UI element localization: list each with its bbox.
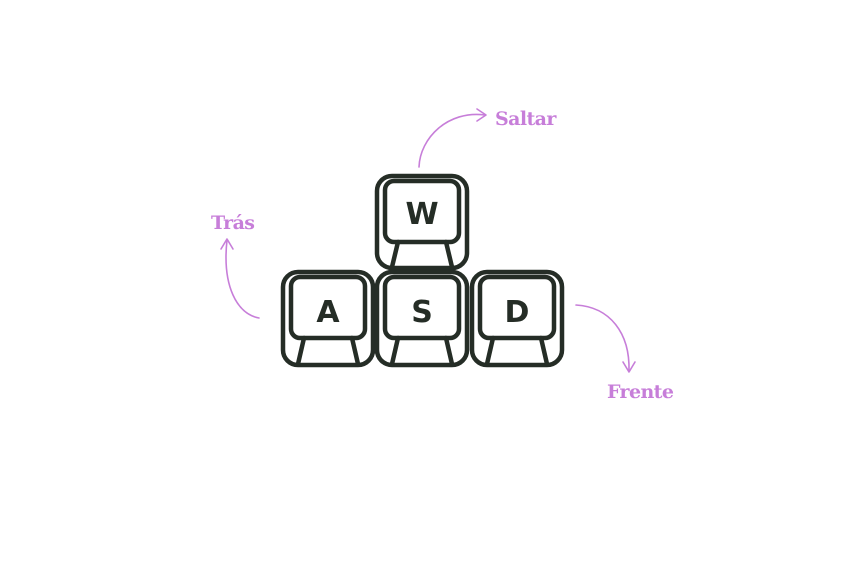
key-d-bevel [484, 335, 550, 367]
key-s-letter: S [411, 295, 433, 330]
key-w: W [374, 173, 470, 271]
jump-arrow-head [476, 108, 487, 122]
back-arrow-curve [225, 239, 260, 319]
back-arrow-head [220, 238, 234, 250]
key-w-bevel [389, 239, 455, 270]
key-w-outline [374, 173, 470, 271]
jump-arrow [418, 108, 487, 168]
key-w-top-face [382, 178, 462, 245]
forward-arrow-head [622, 361, 636, 373]
key-s-outline [374, 269, 470, 368]
key-d: D [469, 269, 565, 368]
forward-arrow-curve [575, 304, 630, 372]
key-d-outline [469, 269, 565, 368]
key-d-letter: D [505, 295, 530, 330]
key-a-outline [280, 269, 376, 368]
key-s: S [374, 269, 470, 368]
back-label: Trás [211, 212, 254, 234]
key-a-top-face [288, 274, 368, 341]
key-s-top-face [382, 274, 462, 341]
jump-arrow-curve [418, 113, 486, 168]
key-a-letter: A [316, 295, 340, 330]
back-arrow [220, 238, 260, 319]
jump-label: Saltar [495, 108, 557, 130]
key-a-bevel [295, 335, 361, 367]
key-d-top-face [477, 274, 557, 341]
key-s-bevel [389, 335, 455, 367]
forward-label: Frente [607, 381, 674, 403]
key-w-letter: W [405, 197, 438, 232]
key-a: A [280, 269, 376, 368]
forward-arrow [575, 304, 636, 373]
